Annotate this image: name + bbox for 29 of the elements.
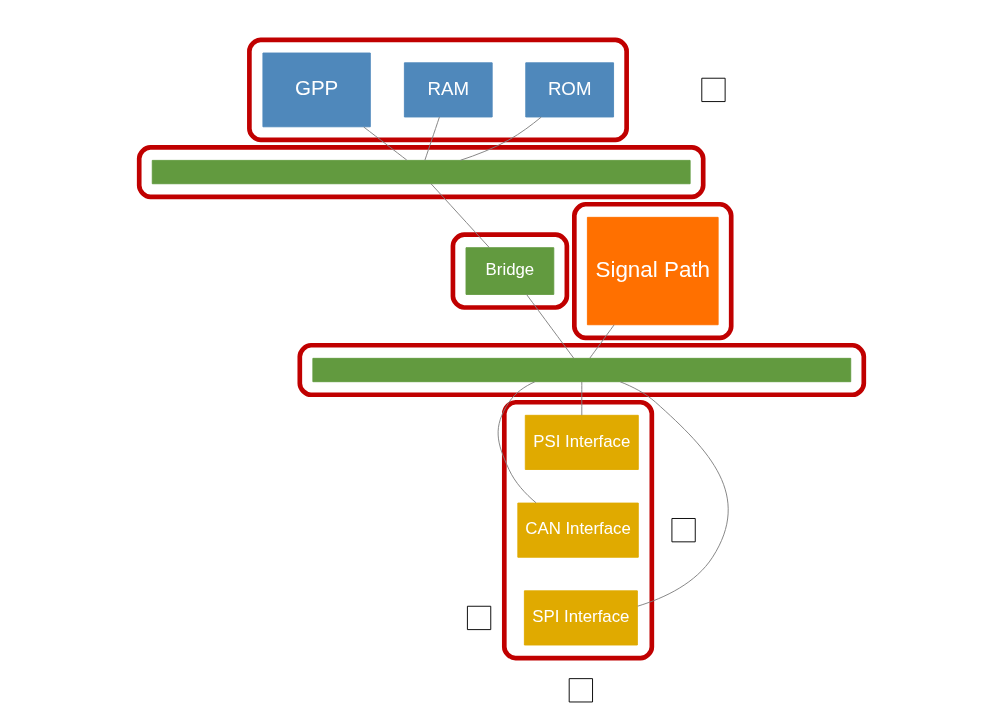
node-box: ROM [525,62,614,118]
node-box: Bridge [465,247,555,295]
cluster [297,342,867,398]
node-box: RAM [403,62,493,118]
connector [430,183,490,248]
node-bar [151,159,691,185]
node-box [568,678,593,703]
connector [497,381,537,504]
connector [424,116,440,161]
node-box: GPP [262,52,371,128]
connector [526,294,575,359]
node-box: Signal Path [586,216,719,326]
cluster [501,399,655,661]
node-box [466,605,492,631]
cluster [247,37,629,143]
cluster [572,201,734,341]
cluster [450,232,570,310]
connector [363,126,408,161]
node-box: CAN Interface [517,502,639,558]
node-box: PSI Interface [524,414,639,470]
connector [619,381,729,607]
node-box [701,77,726,103]
connector [459,116,542,161]
node-box: SPI Interface [523,590,638,646]
node-box [671,518,696,543]
connector [589,324,615,359]
connector [581,381,583,416]
cluster [136,145,706,200]
node-bar [312,357,852,383]
